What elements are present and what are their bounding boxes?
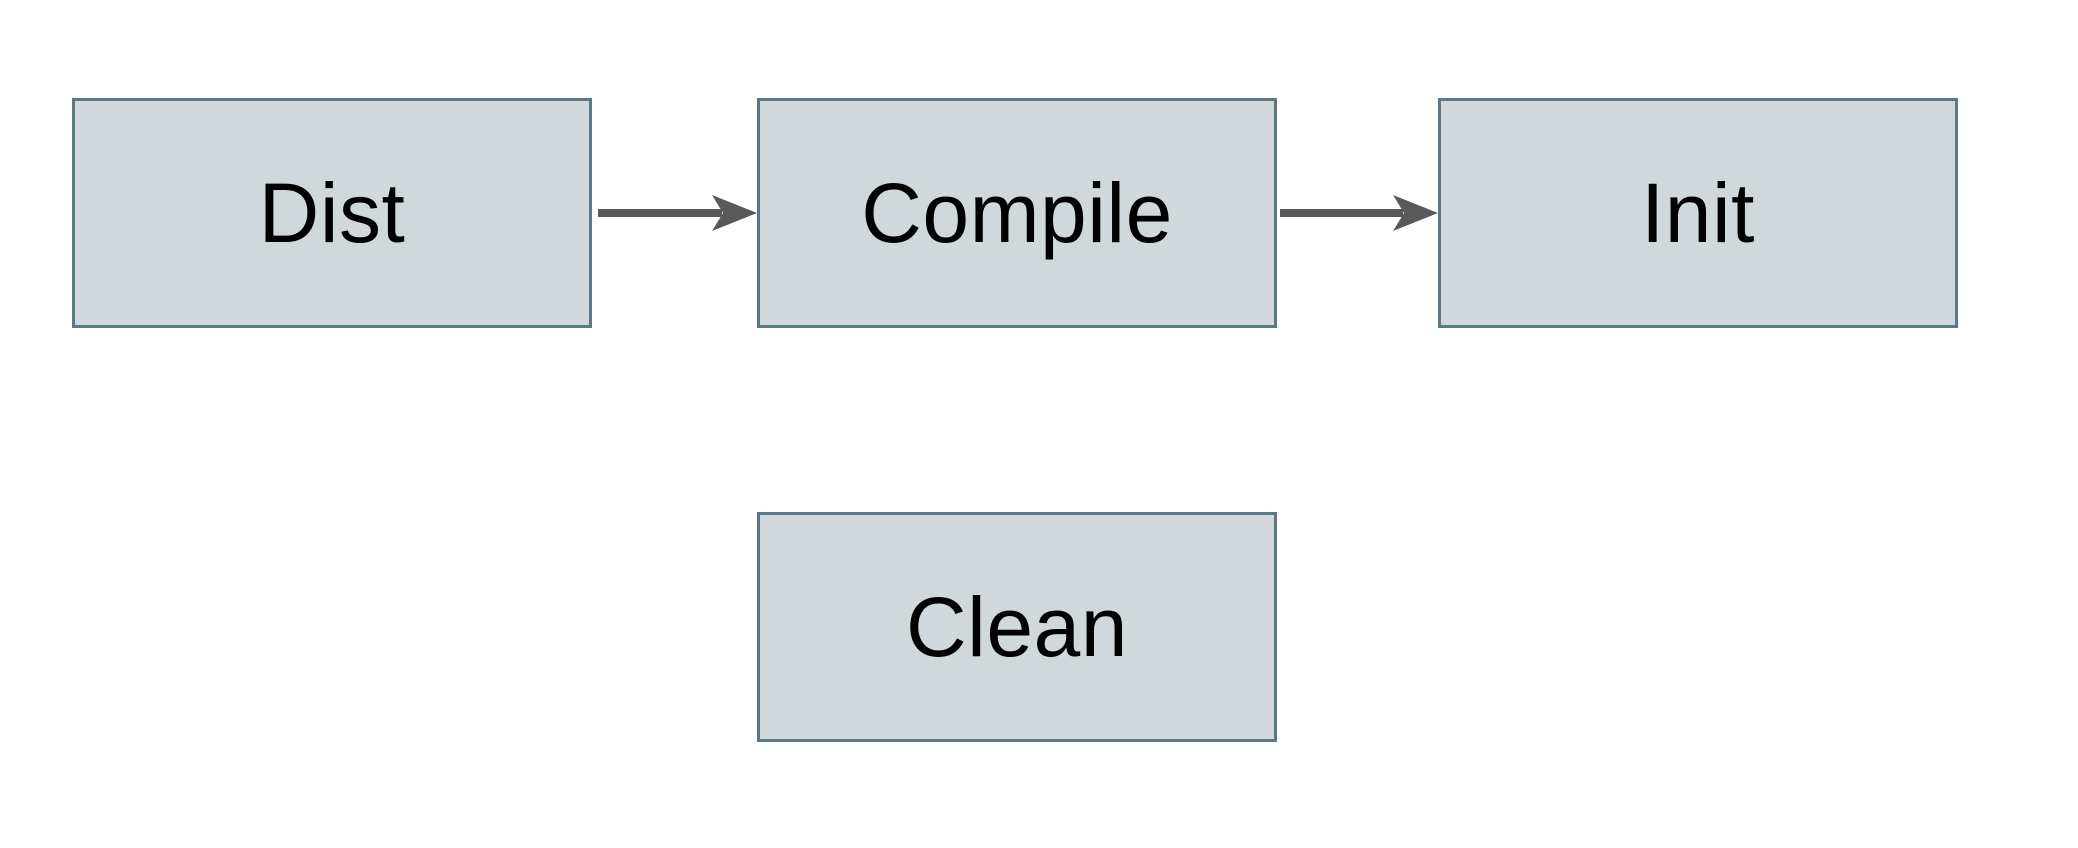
node-clean[interactable]: Clean: [757, 512, 1277, 742]
arrow-dist-to-compile-icon: [598, 195, 757, 231]
node-compile[interactable]: Compile: [757, 98, 1277, 328]
node-clean-label: Clean: [906, 580, 1128, 674]
arrow-compile-to-init-icon: [1280, 195, 1438, 231]
node-dist-label: Dist: [258, 166, 406, 260]
node-dist[interactable]: Dist: [72, 98, 592, 328]
node-init[interactable]: Init: [1438, 98, 1958, 328]
node-init-label: Init: [1640, 166, 1756, 260]
node-compile-label: Compile: [861, 166, 1173, 260]
